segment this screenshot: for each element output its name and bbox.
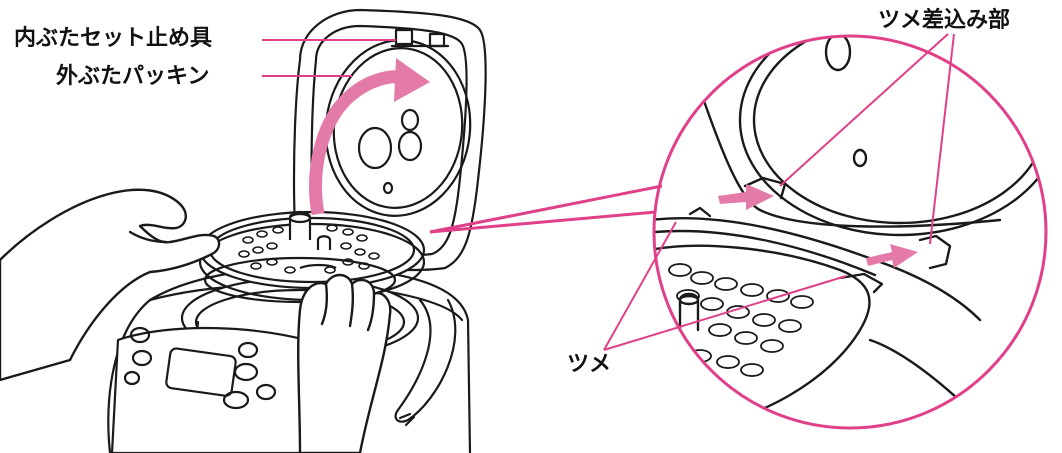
label-tab-insertion-part: ツメ差込み部 <box>878 8 1010 34</box>
rice-cooker-body <box>108 267 470 453</box>
label-tab: ツメ <box>567 352 611 378</box>
label-inner-lid-stopper: 内ぶたセット止め具 <box>14 26 212 52</box>
control-panel <box>112 328 320 453</box>
label-outer-lid-packing: 外ぶたパッキン <box>56 64 209 90</box>
zoom-detail <box>650 5 1060 430</box>
